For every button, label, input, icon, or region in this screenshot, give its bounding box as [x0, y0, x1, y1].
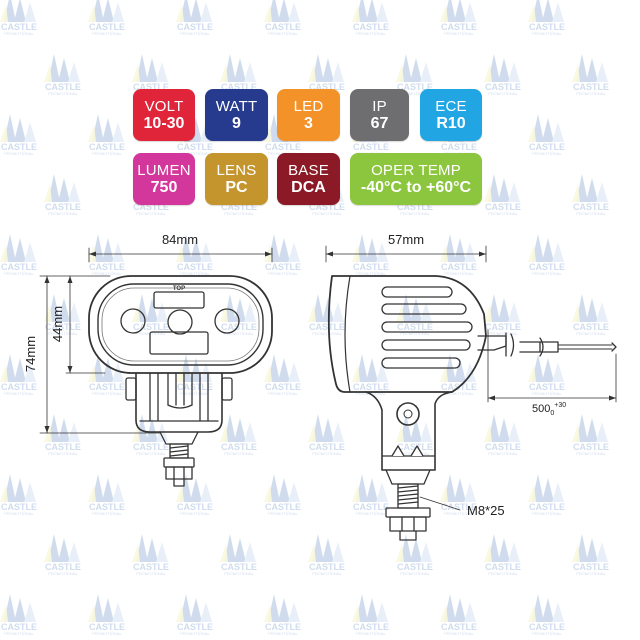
top-panel [153, 291, 205, 309]
oper-temp-badge: OPER TEMP -40°C to +60°C [350, 153, 482, 205]
volt-value: 10-30 [143, 115, 185, 132]
bolt-label: M8*25 [467, 503, 505, 518]
lumen-value: 750 [150, 179, 178, 196]
bolt-leader-line [419, 496, 461, 511]
ece-badge: ECE R10 [420, 89, 482, 141]
housing-height-label: 44mm [50, 306, 65, 342]
watt-label: WATT [215, 98, 258, 115]
led-3 [214, 308, 240, 334]
ece-label: ECE [435, 98, 467, 115]
front-bolt [163, 443, 195, 487]
ece-value: R10 [436, 115, 466, 132]
cable-tolerance-sup: +30 [554, 402, 566, 409]
lens-badge: LENS PC [205, 153, 268, 205]
base-badge: BASE DCA [277, 153, 340, 205]
led-badge: LED 3 [277, 89, 340, 141]
housing-outline [88, 275, 273, 374]
volt-label: VOLT [144, 98, 184, 115]
top-mark: TOP [173, 286, 185, 292]
front-width-label: 84mm [162, 232, 198, 247]
base-label: BASE [288, 162, 329, 179]
ip-label: IP [372, 98, 387, 115]
oper-temp-label: OPER TEMP [371, 162, 461, 179]
oper-temp-value: -40°C to +60°C [360, 179, 472, 196]
left-knob [125, 377, 137, 401]
side-width-label: 57mm [388, 232, 424, 247]
led-value: 3 [304, 115, 313, 132]
led-label: LED [293, 98, 324, 115]
side-bolt [385, 483, 431, 541]
cable-length-label: 5000+30 [532, 402, 566, 417]
lumen-label: LUMEN [137, 162, 191, 179]
front-bracket [135, 372, 223, 433]
watt-value: 9 [232, 115, 241, 132]
ip-value: 67 [370, 115, 389, 132]
ip-badge: IP 67 [350, 89, 409, 141]
right-knob [221, 377, 233, 401]
base-value: DCA [291, 179, 326, 196]
volt-badge: VOLT 10-30 [133, 89, 195, 141]
lens-label: LENS [216, 162, 257, 179]
bottom-panel [149, 331, 209, 355]
led-1 [120, 308, 146, 334]
total-height-label: 74mm [23, 336, 38, 372]
watt-badge: WATT 9 [205, 89, 268, 141]
led-2 [167, 309, 193, 335]
cable-tolerance-sub: 0 [550, 410, 554, 417]
front-view [39, 247, 273, 487]
lens-outline [97, 283, 264, 366]
side-view [325, 245, 617, 541]
pivot-screw [396, 402, 420, 426]
lumen-badge: LUMEN 750 [133, 153, 195, 205]
side-housing [327, 275, 487, 393]
lens-value: PC [225, 179, 248, 196]
side-mount [365, 391, 453, 471]
cable-length-value: 500 [532, 403, 550, 415]
